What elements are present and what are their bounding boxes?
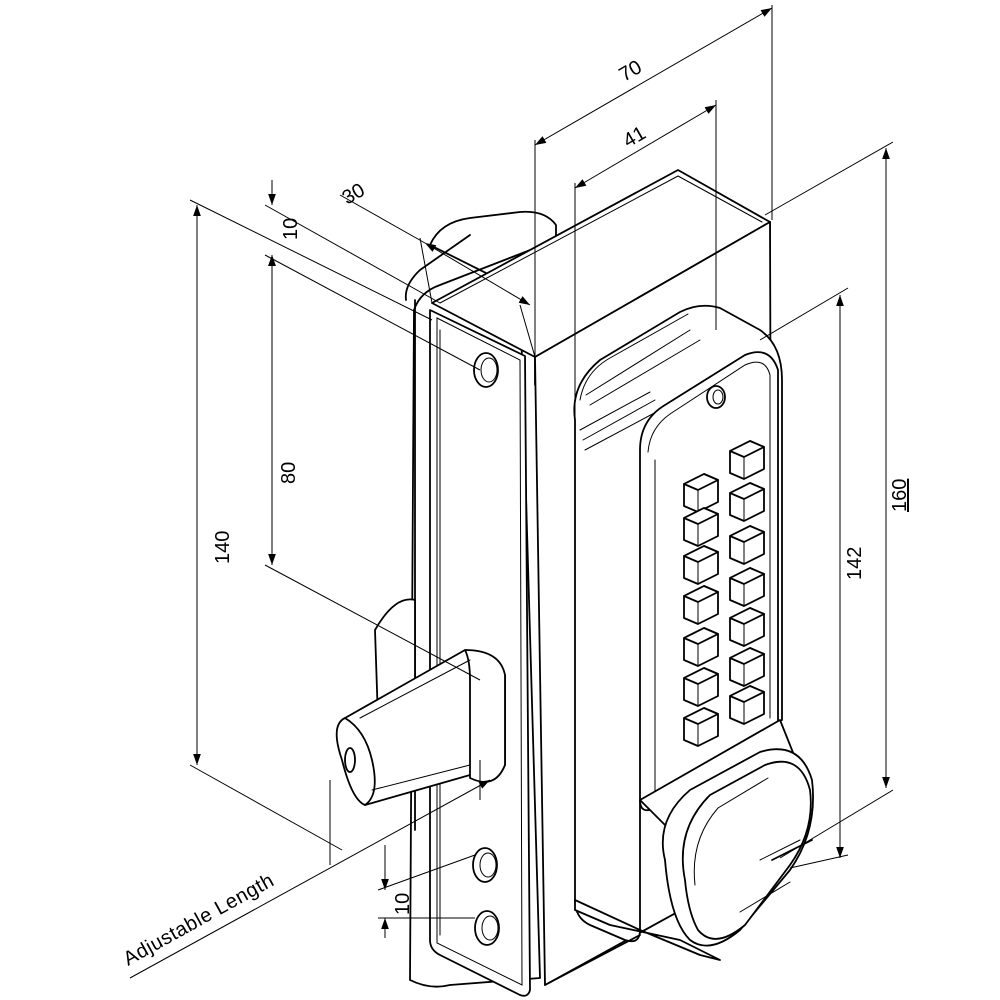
keypad-button	[729, 685, 765, 725]
keypad-button	[683, 507, 719, 547]
dim-label-41: 41	[620, 122, 650, 152]
keypad-button	[729, 440, 765, 480]
faceplate-screw-holes	[472, 352, 500, 946]
thumb-turn-knob	[574, 719, 814, 961]
keypad-button	[683, 667, 719, 707]
keypad-button	[729, 482, 765, 522]
adjustable-length-label: Adjustable Length	[120, 869, 278, 970]
latch-bolt	[335, 598, 506, 806]
keypad-buttons	[683, 440, 765, 747]
dim-label-142: 142	[844, 547, 866, 580]
keypad-button	[683, 707, 719, 747]
keypad-button	[729, 647, 765, 687]
dim-label-80: 80	[278, 462, 300, 484]
keypad-button	[729, 607, 765, 647]
keypad-button	[683, 473, 719, 513]
keypad-button	[683, 585, 719, 625]
dim-label-10-bottom: 10	[392, 893, 414, 915]
dim-label-10-top: 10	[280, 218, 302, 240]
keypad-button	[683, 627, 719, 667]
keypad-button	[683, 545, 719, 585]
dim-label-30: 30	[339, 179, 369, 209]
keypad-button	[729, 567, 765, 607]
dim-label-140: 140	[212, 531, 234, 564]
dim-label-70: 70	[616, 56, 646, 86]
keypad-button	[729, 525, 765, 565]
dimension-lines	[129, 5, 894, 979]
dim-label-160: 160	[889, 479, 911, 512]
